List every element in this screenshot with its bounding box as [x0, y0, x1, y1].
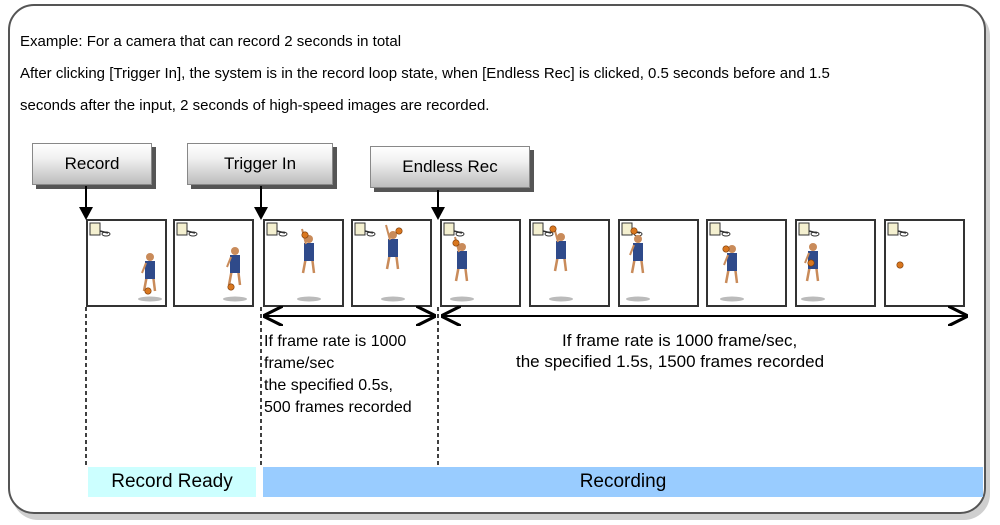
after-note-1: If frame rate is 1000 frame/sec,	[562, 331, 798, 350]
endless-rec-button[interactable]: Endless Rec	[370, 146, 530, 188]
before-note-4: 500 frames recorded	[264, 399, 412, 416]
record-ready-bar: Record Ready	[88, 467, 256, 497]
trigger-in-button[interactable]: Trigger In	[187, 143, 333, 185]
sequence-frame	[884, 219, 965, 307]
record-button[interactable]: Record	[32, 143, 152, 185]
after-note-2: the specified 1.5s, 1500 frames recorded	[516, 352, 825, 371]
sequence-frame	[351, 219, 432, 307]
intro-line-3: seconds after the input, 2 seconds of hi…	[20, 97, 490, 114]
intro-line-1: Example: For a camera that can record 2 …	[20, 33, 402, 50]
sequence-frame	[529, 219, 610, 307]
sequence-frame	[263, 219, 344, 307]
sequence-frame	[440, 219, 521, 307]
intro-line-2: After clicking [Trigger In], the system …	[20, 65, 830, 82]
before-note-1: If frame rate is 1000	[264, 333, 407, 350]
before-note-3: the specified 0.5s,	[264, 377, 393, 394]
sequence-frame	[618, 219, 699, 307]
before-note-2: frame/sec	[264, 355, 335, 372]
sequence-frame	[173, 219, 254, 307]
sequence-frame	[795, 219, 876, 307]
recording-bar: Recording	[263, 467, 983, 497]
sequence-frame	[706, 219, 787, 307]
sequence-frame	[86, 219, 167, 307]
